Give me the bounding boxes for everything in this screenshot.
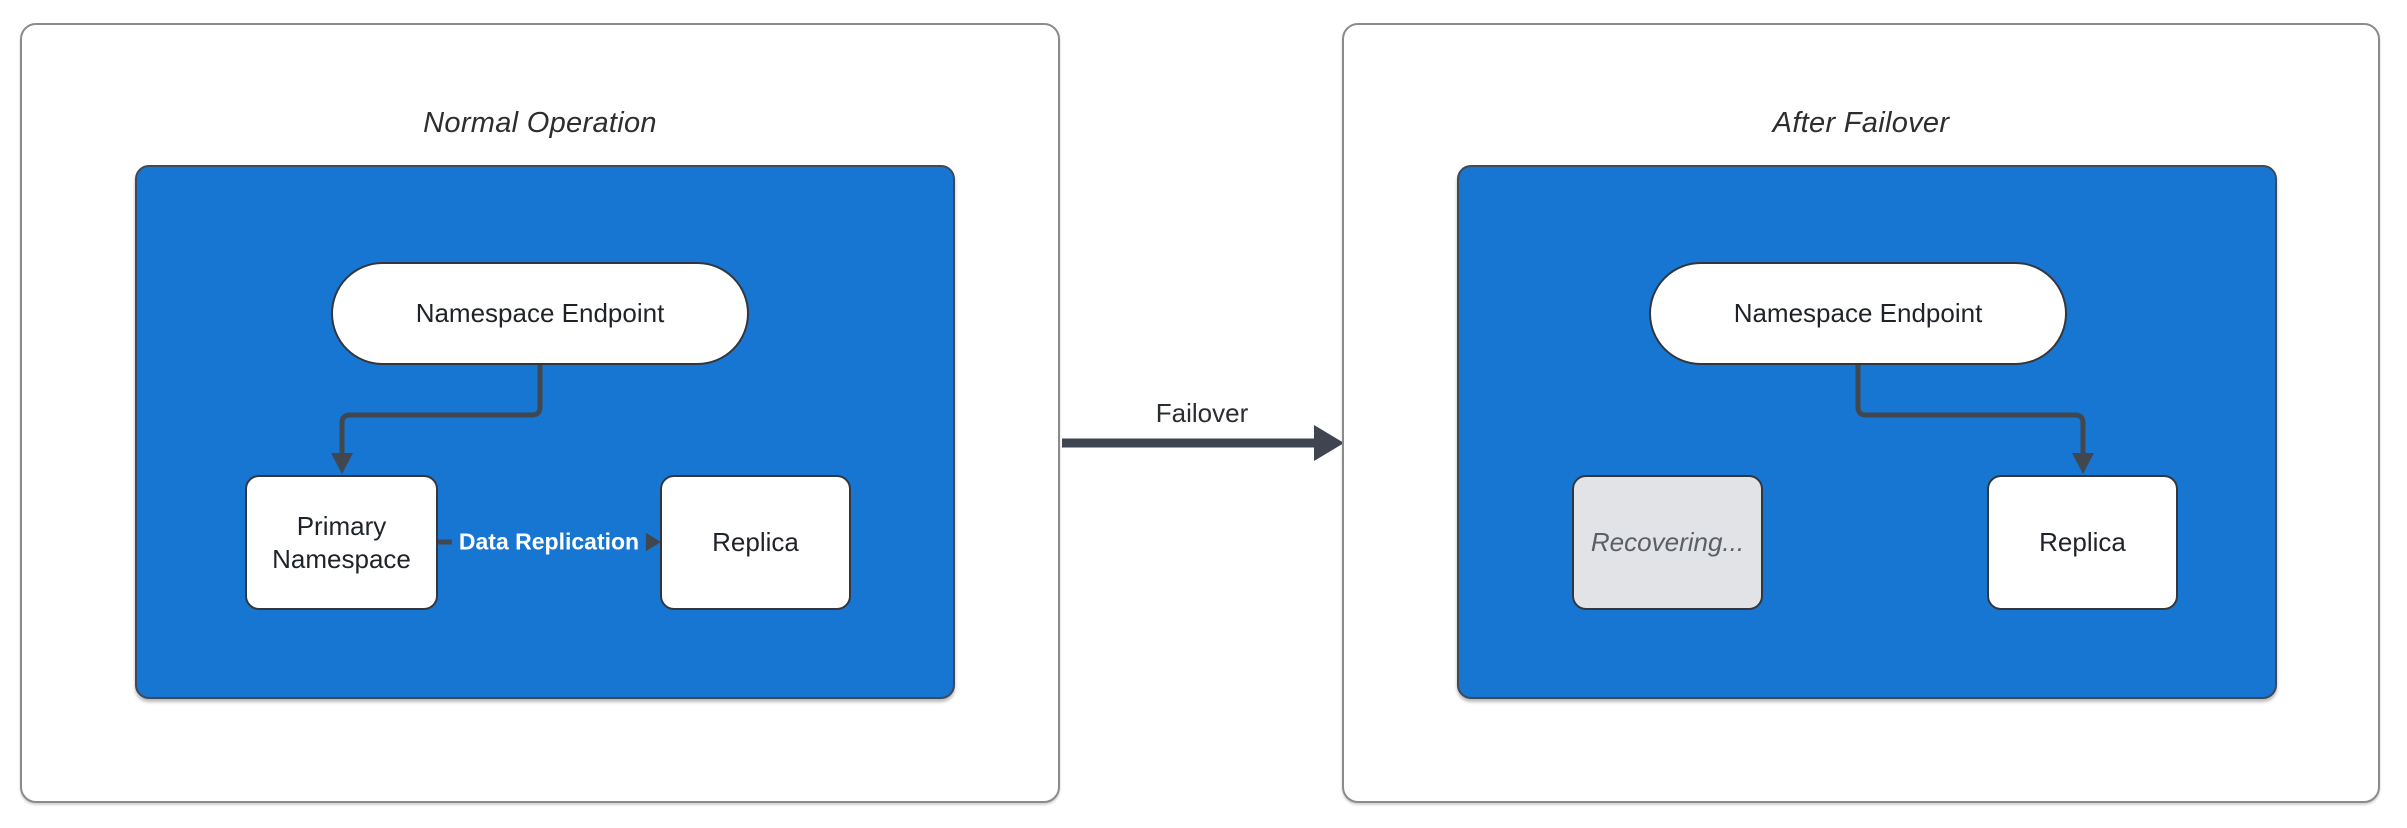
edge-endpoint-to-replica [1855, 365, 2086, 455]
panel-title-after-failover: After Failover [1772, 107, 1950, 139]
node-recovering: Recovering... [1572, 475, 1763, 610]
edge-label-data-replication: Data Replication [451, 526, 647, 558]
node-namespace-endpoint: Namespace Endpoint [1649, 262, 2067, 365]
arrowhead-down-icon [331, 453, 353, 474]
node-namespace-endpoint: Namespace Endpoint [331, 262, 749, 365]
node-replica: Replica [1987, 475, 2178, 610]
failover-transition-label: Failover [1155, 398, 1249, 428]
node-primary-namespace: Primary Namespace [245, 475, 438, 610]
arrowhead-down-icon [2072, 453, 2094, 474]
connector-lines [331, 365, 661, 553]
node-replica: Replica [660, 475, 851, 610]
panel-after-failover: After Failover Namespace Endpoint Recove… [1342, 23, 2380, 803]
panel-title-normal-operation: Normal Operation [423, 107, 657, 139]
failover-arrow-icon [1062, 425, 1344, 461]
panel-normal-operation: Normal Operation Namespace Endpoint Prim… [20, 23, 1060, 803]
cluster-after-failover: Namespace Endpoint Recovering... Replica [1457, 165, 2277, 699]
edge-endpoint-to-primary [339, 365, 543, 455]
connector-lines [1855, 365, 2094, 474]
cluster-normal-operation: Namespace Endpoint Primary Namespace Rep… [135, 165, 955, 699]
